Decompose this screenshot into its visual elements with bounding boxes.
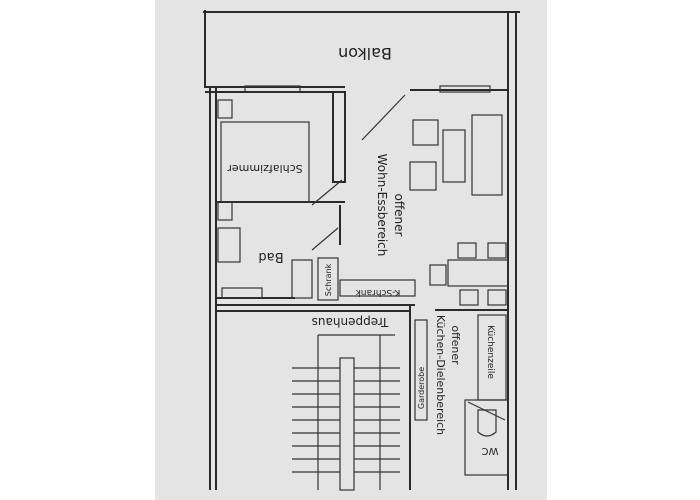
dining-area xyxy=(429,242,509,311)
label-balcony: Balkon xyxy=(338,44,392,63)
label-closet: Schrank xyxy=(324,263,333,296)
coffee-table xyxy=(442,129,466,183)
outer-walls xyxy=(203,10,520,490)
label-kitchenette: Küchenzeile xyxy=(485,325,495,379)
label-kitchen-1: offener xyxy=(449,325,462,365)
toilet xyxy=(477,409,497,437)
label-living-2: Wohn-Essbereich xyxy=(375,154,389,257)
bathroom xyxy=(216,205,341,299)
stairwell xyxy=(216,304,415,491)
dining-table xyxy=(447,259,509,287)
sofa xyxy=(471,114,503,196)
paper xyxy=(155,0,547,500)
label-wc: WC xyxy=(482,445,499,456)
armchair xyxy=(409,161,437,191)
label-kitchen-2: Küchen-Dielenbereich xyxy=(434,315,447,435)
label-living-1: offener xyxy=(392,194,406,237)
closets xyxy=(317,257,416,301)
label-bath: Bad xyxy=(258,249,283,264)
armchair xyxy=(412,119,439,146)
label-kitchen-closet: K-Schrank xyxy=(355,287,400,297)
label-bedroom: Schlafzimmer xyxy=(227,162,303,175)
living-area xyxy=(409,114,503,196)
bed xyxy=(220,121,310,203)
wardrobe xyxy=(414,319,428,421)
label-stairwell: Treppenhaus xyxy=(312,315,390,329)
wc-room xyxy=(464,399,509,476)
label-wardrobe: Garderobe xyxy=(417,367,426,409)
bedroom xyxy=(216,91,406,221)
kitchen-area xyxy=(414,314,509,476)
